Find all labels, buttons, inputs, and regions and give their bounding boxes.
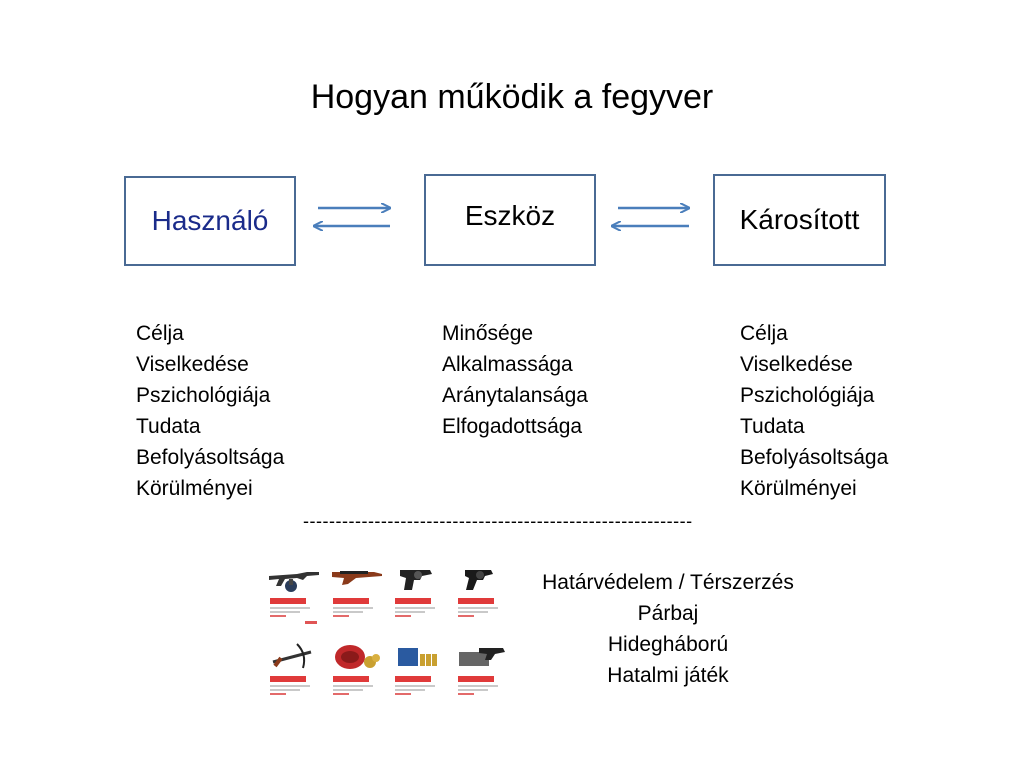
context-item: Párbaj: [637, 602, 699, 625]
victim-attr: Viselkedése: [740, 353, 853, 376]
product-card: [453, 560, 511, 632]
rating-stars: [304, 621, 317, 624]
product-tag: [395, 598, 431, 604]
product-tag: [395, 676, 431, 682]
tool-attributes-list: Minősége Alkalmassága Aránytalansága Elf…: [442, 318, 588, 442]
user-box-label: Használó: [151, 205, 269, 236]
product-card: [391, 638, 448, 710]
slide-title: Hogyan működik a fegyver: [310, 78, 714, 116]
shotgun-icon: [329, 560, 386, 596]
user-attr: Célja: [136, 322, 184, 345]
tool-attr: Alkalmassága: [442, 353, 573, 376]
context-item: Hatalmi játék: [607, 664, 729, 687]
context-item: Hidegháború: [607, 633, 729, 656]
user-attr: Viselkedése: [136, 353, 249, 376]
victim-attr: Befolyásoltsága: [740, 446, 889, 469]
pistol-case-icon: [454, 638, 511, 674]
revolver-icon: [454, 560, 511, 596]
tool-box: Eszköz: [424, 174, 596, 266]
revolver-icon: [391, 560, 448, 596]
product-card: [453, 638, 511, 710]
user-attr: Pszichológiája: [136, 384, 271, 407]
product-tag: [270, 676, 306, 682]
product-card: [391, 560, 448, 632]
user-attr: Befolyásoltsága: [136, 446, 285, 469]
weapon-product-grid: [266, 560, 510, 710]
rifle-icon: [266, 560, 323, 596]
victim-box: Károsított: [713, 174, 886, 266]
tool-attr: Elfogadottsága: [442, 415, 583, 438]
context-item: Határvédelem / Térszerzés: [542, 571, 794, 594]
user-box: Használó: [124, 176, 296, 266]
victim-attr: Tudata: [740, 415, 805, 438]
product-tag: [332, 676, 369, 682]
victim-attr: Pszichológiája: [740, 384, 875, 407]
product-tag: [457, 598, 494, 604]
product-tag: [457, 676, 494, 682]
victim-attributes-list: Célja Viselkedése Pszichológiája Tudata …: [740, 318, 888, 504]
product-tag: [332, 598, 369, 604]
tool-attr: Aránytalansága: [442, 384, 588, 407]
user-attributes-list: Célja Viselkedése Pszichológiája Tudata …: [136, 318, 284, 504]
product-card: [266, 638, 323, 710]
tool-attr: Minősége: [442, 322, 534, 345]
crossbow-icon: [266, 638, 323, 674]
product-tag: [270, 598, 306, 604]
victim-attr: Körülményei: [740, 477, 857, 500]
product-card: [328, 560, 386, 632]
product-card: [266, 560, 323, 632]
user-attr: Körülményei: [136, 477, 253, 500]
dashed-divider: ----------------------------------------…: [303, 511, 693, 531]
ammo-box-icon: [391, 638, 448, 674]
user-attr: Tudata: [136, 415, 201, 438]
pellet-tin-icon: [329, 638, 386, 674]
victim-attr: Célja: [740, 322, 788, 345]
context-list: Határvédelem / Térszerzés Párbaj Hideghá…: [520, 567, 816, 691]
victim-box-label: Károsított: [739, 204, 860, 235]
product-card: [328, 638, 386, 710]
tool-box-label: Eszköz: [464, 200, 556, 231]
